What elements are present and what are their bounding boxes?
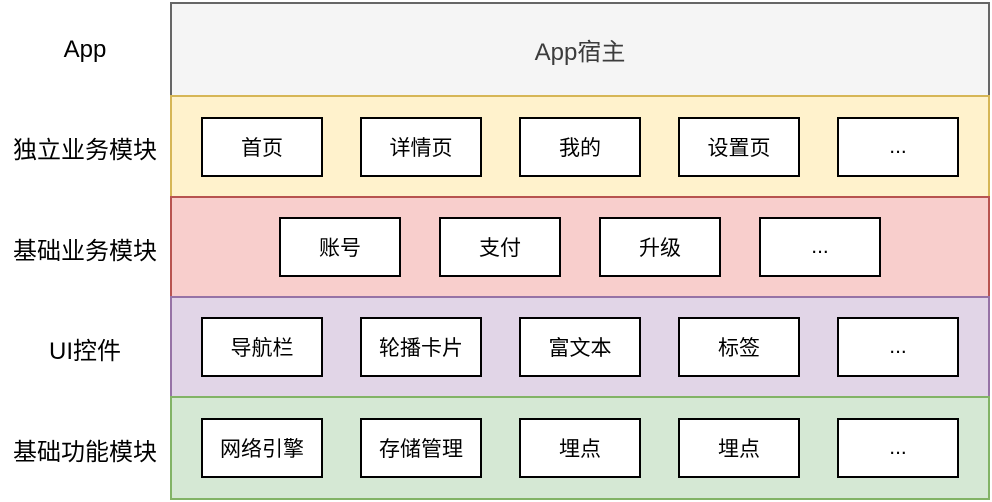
box-settings-page: 设置页 — [678, 116, 800, 177]
box-more-basic-function: ... — [837, 418, 959, 478]
box-mine: 我的 — [519, 116, 641, 177]
box-more-ui-widgets: ... — [837, 317, 959, 377]
box-navigation-bar: 导航栏 — [201, 317, 323, 377]
row-label-basic-function-modules: 基础功能模块 — [13, 438, 157, 466]
band-basic-function-modules: 网络引擎 存储管理 埋点 埋点 ... — [170, 396, 990, 500]
row-label-ui-widgets: UI控件 — [49, 337, 121, 365]
row-label-independent-business-modules: 独立业务模块 — [13, 137, 157, 164]
box-account: 账号 — [279, 217, 401, 277]
box-payment: 支付 — [439, 217, 561, 277]
box-carousel-card: 轮播卡片 — [360, 317, 482, 377]
box-more-independent: ... — [837, 116, 959, 177]
band-independent-business-modules: 首页 详情页 我的 设置页 ... — [170, 95, 990, 198]
box-more-basic-business: ... — [759, 217, 881, 277]
box-upgrade: 升级 — [599, 217, 721, 277]
row-label-basic-business-modules: 基础业务模块 — [13, 237, 157, 265]
band-basic-business-modules: 账号 支付 升级 ... — [170, 196, 990, 298]
band-ui-widgets: 导航栏 轮播卡片 富文本 标签 ... — [170, 296, 990, 398]
box-storage-management: 存储管理 — [360, 418, 482, 478]
box-detail-page: 详情页 — [360, 116, 482, 177]
box-network-engine: 网络引擎 — [201, 418, 323, 478]
box-tracking-1: 埋点 — [519, 418, 641, 478]
box-rich-text: 富文本 — [519, 317, 641, 377]
box-tag: 标签 — [678, 317, 800, 377]
app-host-title: App宿主 — [534, 39, 626, 66]
box-tracking-2: 埋点 — [678, 418, 800, 478]
box-home: 首页 — [201, 116, 323, 177]
row-label-app: App — [63, 35, 107, 63]
band-app-host: App宿主 — [170, 2, 990, 97]
